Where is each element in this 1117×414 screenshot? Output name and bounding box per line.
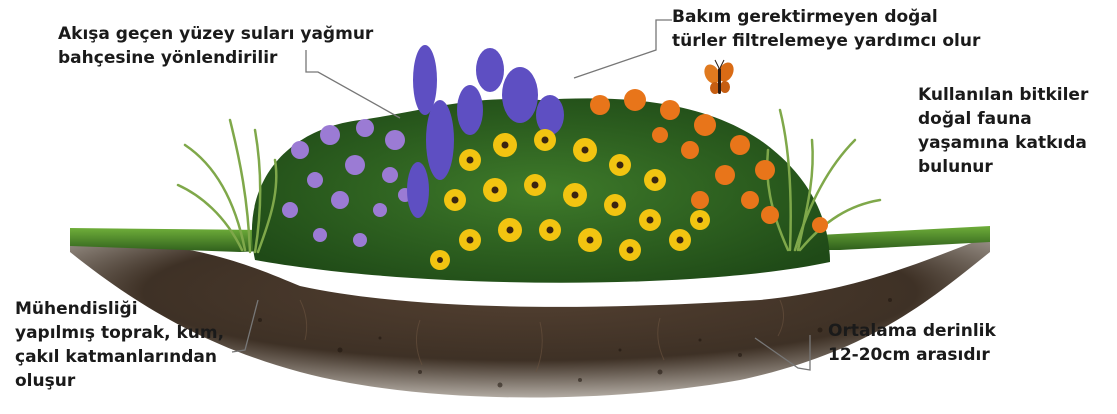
leader-native [574, 20, 672, 78]
label-native-species-filtering: Bakım gerektirmeyen doğal türler filtrel… [672, 5, 980, 53]
butterfly-icon [701, 60, 736, 94]
label-engineered-soil-layers: Mühendisliği yapılmış toprak, kum, çakıl… [15, 297, 224, 393]
label-average-depth: Ortalama derinlik 12-20cm arasıdır [828, 319, 996, 367]
label-plants-support-fauna: Kullanılan bitkiler doğal fauna yaşamına… [918, 83, 1088, 179]
label-runoff-directed: Akışa geçen yüzey suları yağmur bahçesin… [58, 22, 373, 70]
